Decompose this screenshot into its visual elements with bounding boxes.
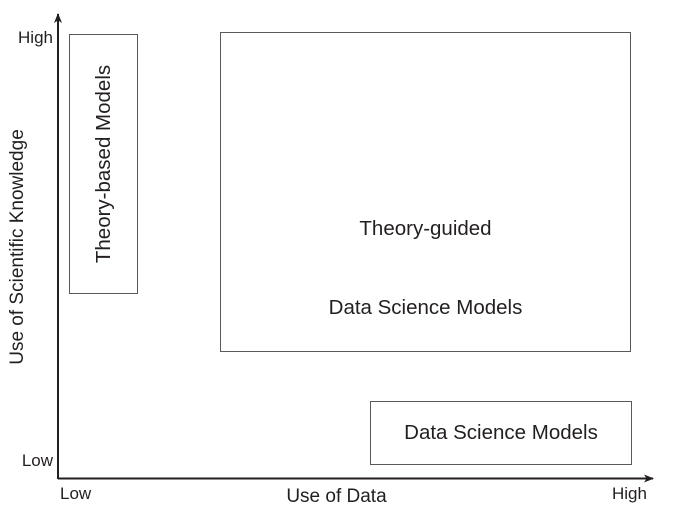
y-axis-title: Use of Scientific Knowledge	[7, 129, 28, 365]
box-theory-guided-label-line1: Theory-guided	[359, 217, 492, 241]
x-axis-low-label: Low	[60, 484, 92, 503]
box-theory-based-models[interactable]: Theory-based Models	[69, 34, 138, 294]
box-theory-guided-label-group: Theory-guided Data Science Models	[221, 164, 630, 374]
box-theory-guided-data-science-models[interactable]: Theory-guided Data Science Models	[220, 32, 631, 352]
box-data-science-models[interactable]: Data Science Models	[370, 401, 632, 465]
box-theory-guided-label-line2: Data Science Models	[328, 296, 523, 320]
x-axis-high-label: High	[612, 484, 647, 503]
y-axis-low-label: Low	[21, 451, 53, 470]
box-theory-based-models-label: Theory-based Models	[91, 64, 115, 264]
x-axis-title: Use of Data	[286, 486, 387, 507]
box-data-science-models-label: Data Science Models	[404, 420, 598, 444]
y-axis-high-label: High	[18, 28, 53, 47]
